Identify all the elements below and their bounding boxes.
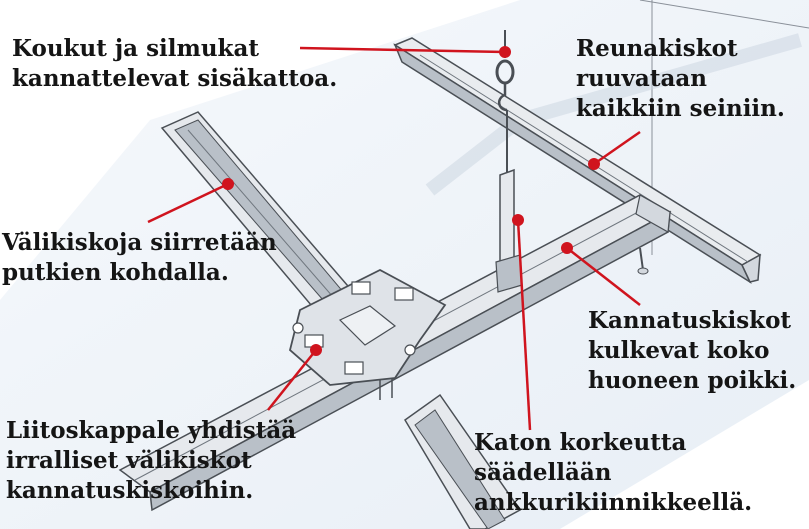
callout-connector-line-1: Liitoskappale yhdistää (6, 417, 297, 444)
callout-height: Katon korkeutta säädellään ankkurikiinni… (474, 428, 752, 518)
leader-height (516, 219, 532, 431)
callout-main-rails: Kannatuskiskot kulkevat koko huoneen poi… (588, 306, 796, 396)
callout-height-line-2: säädellään (474, 459, 612, 486)
dot-cross-rails (222, 178, 234, 190)
callout-connector-line-3: kannatuskiskoihin. (6, 477, 254, 504)
callout-edge-rails-line-3: kaikkiin seiniin. (576, 95, 785, 122)
leader-cross-rails (147, 182, 229, 224)
leader-edge-rails (593, 130, 641, 166)
callout-height-line-3: ankkurikiinnikkeellä. (474, 489, 753, 516)
dot-hooks (499, 46, 511, 58)
hanger-wire (495, 30, 523, 293)
callout-main-rails-line-2: kulkevat koko (588, 337, 770, 364)
callout-height-line-1: Katon korkeutta (474, 429, 687, 456)
callout-hooks-line-1: Koukut ja silmukat (12, 35, 260, 62)
callout-connector: Liitoskappale yhdistää irralliset väliki… (6, 416, 296, 506)
callout-cross-rails-line-2: putkien kohdalla. (2, 259, 229, 286)
cross-rail-upper (160, 111, 362, 319)
callout-edge-rails-line-1: Reunakiskot (576, 35, 738, 62)
connector-plate (288, 268, 447, 400)
callout-hooks: Koukut ja silmukat kannattelevat sisäkat… (12, 34, 337, 94)
dot-main-rails (561, 242, 573, 254)
callout-main-rails-line-1: Kannatuskiskot (588, 307, 792, 334)
callout-hooks-line-2: kannattelevat sisäkattoa. (12, 65, 338, 92)
leader-hooks (299, 46, 506, 54)
leader-dots (222, 46, 600, 356)
callout-cross-rails: Välikiskoja siirretään putkien kohdalla. (2, 228, 277, 288)
leader-connector (267, 349, 317, 411)
dot-connector (310, 344, 322, 356)
callout-edge-rails-line-2: ruuvataan (576, 65, 707, 92)
dot-edge-rails (588, 158, 600, 170)
dot-height (512, 214, 524, 226)
cross-rail-lower (404, 393, 522, 529)
callout-main-rails-line-3: huoneen poikki. (588, 367, 797, 394)
callout-connector-line-2: irralliset välikiskot (6, 447, 252, 474)
leader-main-rails (566, 247, 641, 306)
callout-cross-rails-line-1: Välikiskoja siirretään (2, 229, 277, 256)
leader-lines (147, 46, 641, 431)
callout-edge-rails: Reunakiskot ruuvataan kaikkiin seiniin. (576, 34, 785, 124)
